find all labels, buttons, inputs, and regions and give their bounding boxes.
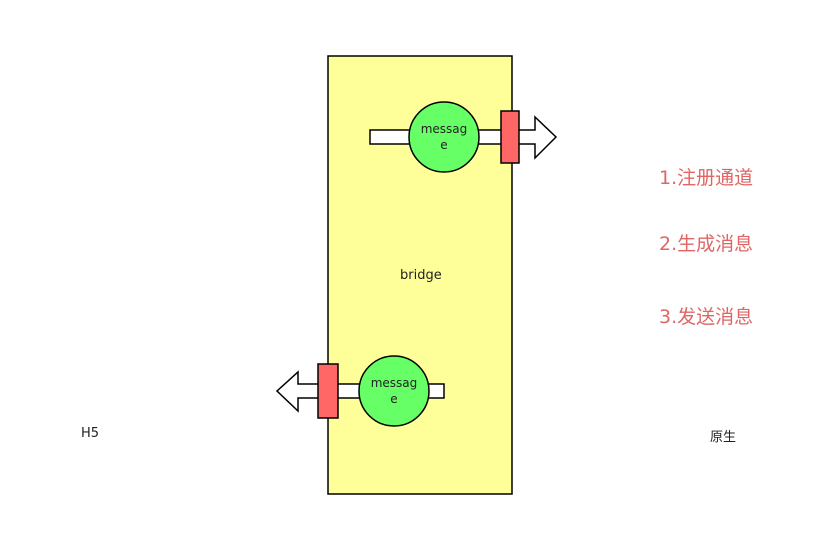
message-label-bottom-line2: e — [390, 392, 398, 406]
h5-label: H5 — [81, 426, 100, 441]
channel-port-left — [317, 363, 339, 419]
native-label: 原生 — [710, 430, 737, 445]
step-send-message: 3.发送消息 — [659, 306, 754, 328]
channel-port-right — [500, 110, 520, 164]
step-register-channel: 1.注册通道 — [659, 167, 754, 189]
message-label-bottom: messag e — [359, 375, 429, 407]
message-label-top-line2: e — [440, 138, 448, 152]
bridge-label: bridge — [400, 268, 442, 283]
message-node-bottom — [358, 355, 430, 427]
message-node-top — [408, 101, 480, 173]
message-label-bottom-line1: messag — [370, 376, 418, 390]
message-label-top-line1: messag — [420, 122, 468, 136]
step-create-message: 2.生成消息 — [659, 233, 754, 255]
message-label-top: messag e — [409, 121, 479, 153]
